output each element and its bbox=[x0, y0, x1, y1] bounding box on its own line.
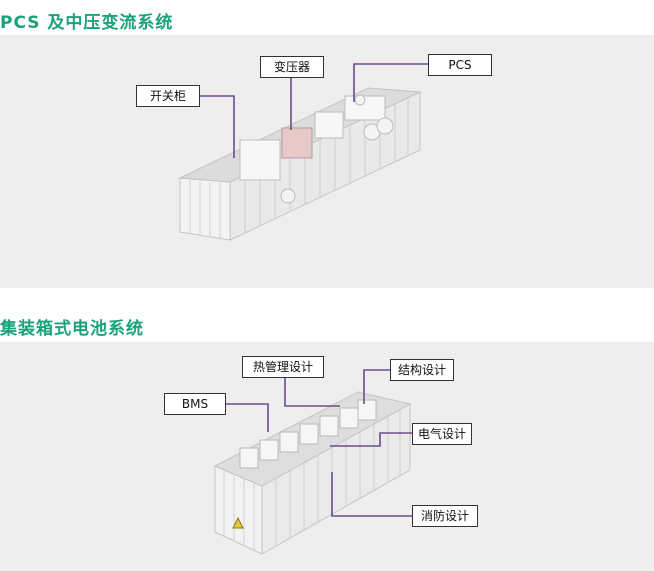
section-title-pcs: PCS 及中压变流系统 bbox=[0, 13, 174, 33]
label-structure-design: 结构设计 bbox=[390, 359, 454, 381]
pcs-container-illustration bbox=[178, 87, 422, 241]
label-pcs: PCS bbox=[428, 54, 492, 76]
label-bms: BMS bbox=[164, 393, 226, 415]
label-switchgear: 开关柜 bbox=[136, 85, 200, 107]
leader-lines-pcs bbox=[200, 63, 428, 158]
label-thermal-design: 热管理设计 bbox=[242, 356, 324, 378]
label-electrical-design: 电气设计 bbox=[412, 423, 472, 445]
section-title-battery: 集装箱式电池系统 bbox=[0, 319, 144, 339]
leader-lines-battery bbox=[225, 369, 412, 517]
label-fire-design: 消防设计 bbox=[412, 505, 478, 527]
label-transformer: 变压器 bbox=[260, 56, 324, 78]
battery-container-illustration bbox=[213, 391, 412, 555]
